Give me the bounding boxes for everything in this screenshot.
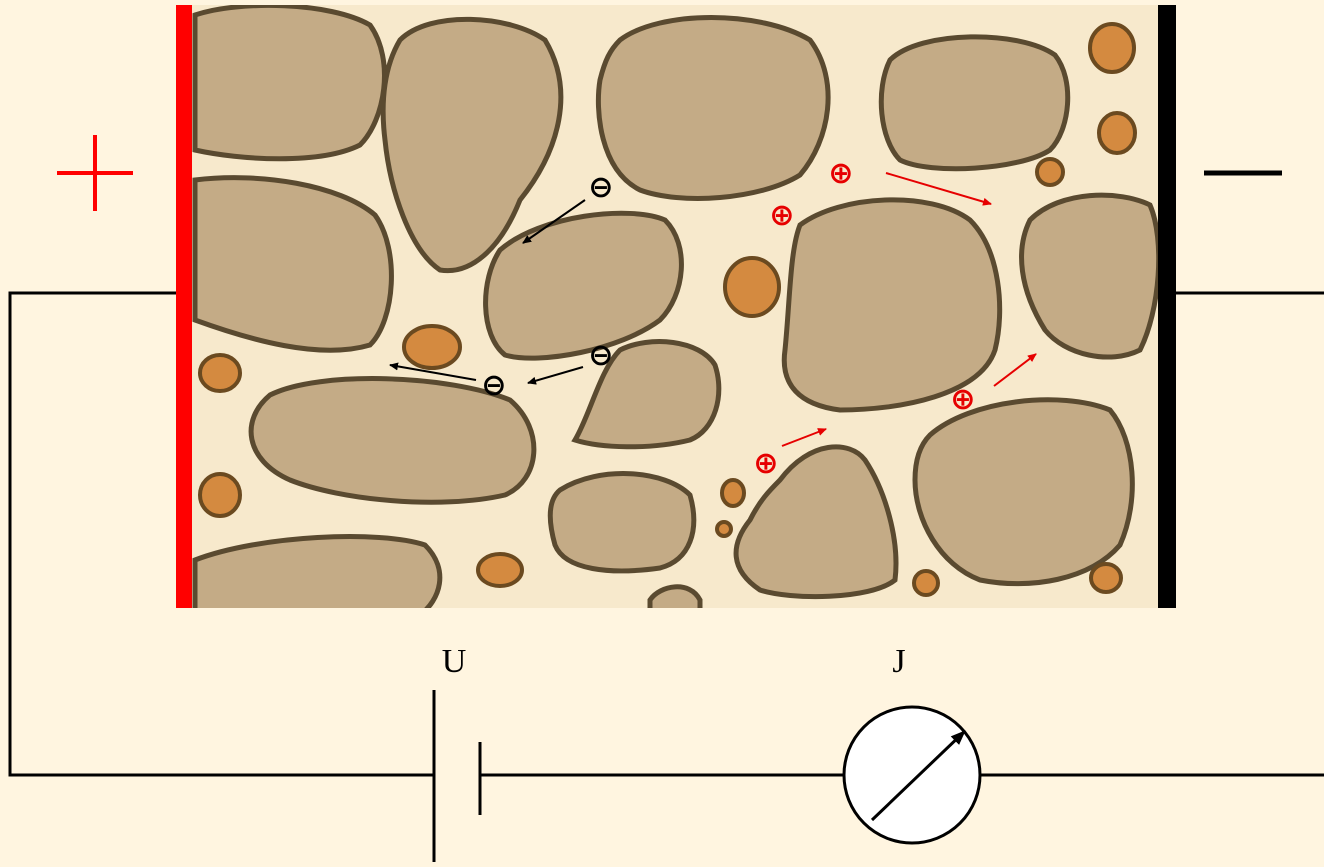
cation-marker: ⊕ (769, 198, 794, 233)
voltage-label: U (442, 643, 467, 680)
sand-grain (195, 178, 391, 351)
cathode-electrode (1158, 5, 1176, 608)
sand-grain (784, 200, 999, 410)
cation-marker: ⊕ (828, 156, 853, 191)
small-grain (200, 355, 240, 391)
sand-grain (650, 587, 700, 615)
sand-grain (550, 474, 693, 571)
cation-marker: ⊕ (950, 382, 975, 417)
cation-marker: ⊕ (753, 446, 778, 481)
sand-grain (598, 18, 828, 199)
small-grain (1091, 564, 1121, 592)
small-grain (1037, 159, 1063, 185)
small-grain (914, 571, 938, 595)
sand-grain (195, 5, 384, 158)
sand-grain (195, 537, 440, 615)
small-grain (200, 474, 240, 516)
battery-symbol (434, 690, 480, 862)
small-grain (722, 480, 744, 506)
anode-electrode (176, 5, 192, 608)
ammeter-symbol (844, 707, 980, 843)
small-grain (478, 554, 522, 586)
small-grain (717, 522, 731, 536)
small-grain (1090, 24, 1134, 72)
soil-sample (188, 5, 1163, 615)
sand-grain (881, 37, 1067, 169)
anion-marker: ⊖ (481, 368, 506, 403)
small-grain (1099, 113, 1135, 153)
anion-marker: ⊖ (588, 338, 613, 373)
anion-marker: ⊖ (588, 170, 613, 205)
sand-grain (915, 400, 1132, 584)
small-grain (725, 258, 779, 316)
current-label: J (892, 643, 905, 680)
small-grain (404, 326, 460, 368)
positive-terminal-sign (57, 135, 133, 211)
